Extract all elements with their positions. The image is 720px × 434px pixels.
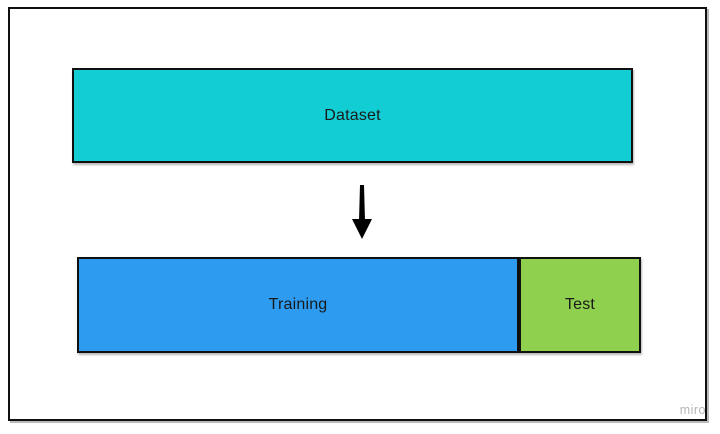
test-label: Test	[564, 296, 596, 313]
dataset-box: Dataset	[72, 68, 633, 163]
test-box: Test	[519, 257, 641, 353]
down-arrow-icon	[352, 185, 372, 239]
dataset-label: Dataset	[324, 106, 381, 124]
training-box: Training	[77, 257, 519, 353]
training-label: Training	[268, 296, 328, 313]
miro-watermark: miro	[679, 403, 706, 417]
